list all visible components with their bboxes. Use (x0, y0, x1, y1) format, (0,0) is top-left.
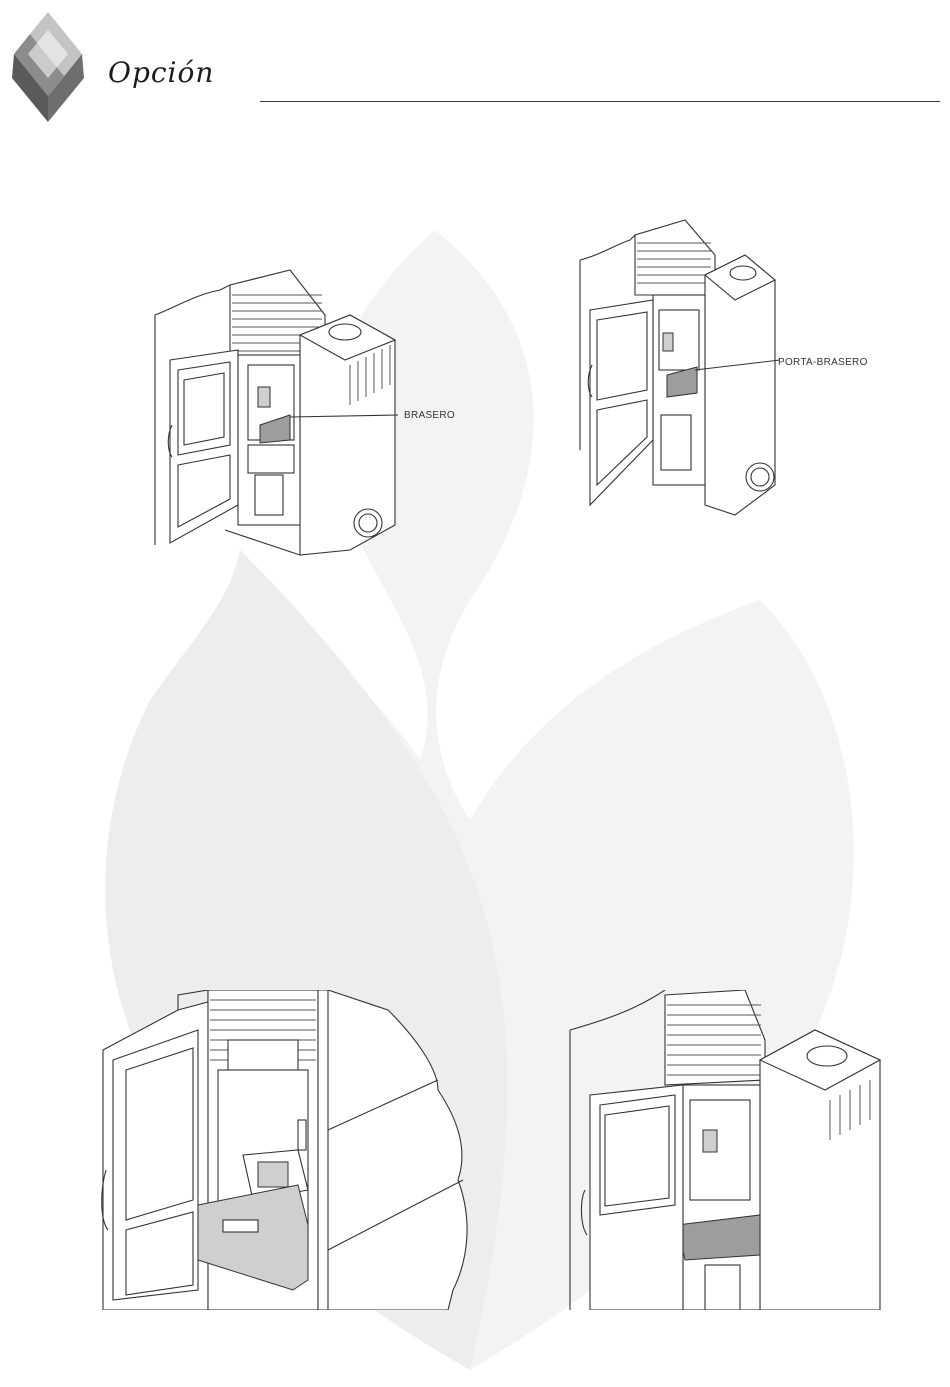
figure-closeup-drawer-out (98, 990, 473, 1310)
header-divider (260, 101, 940, 102)
callout-brasero: BRASERO (404, 410, 455, 421)
diamond-flame-logo-icon (8, 10, 88, 124)
callout-porta-brasero: PORTA-BRASERO (778, 357, 868, 368)
figure-stove-porta-brasero (575, 215, 780, 525)
brand-title: Opción (108, 56, 214, 89)
figure-stove-brasero (150, 265, 400, 575)
figure-closeup-drawer-in (565, 990, 895, 1310)
